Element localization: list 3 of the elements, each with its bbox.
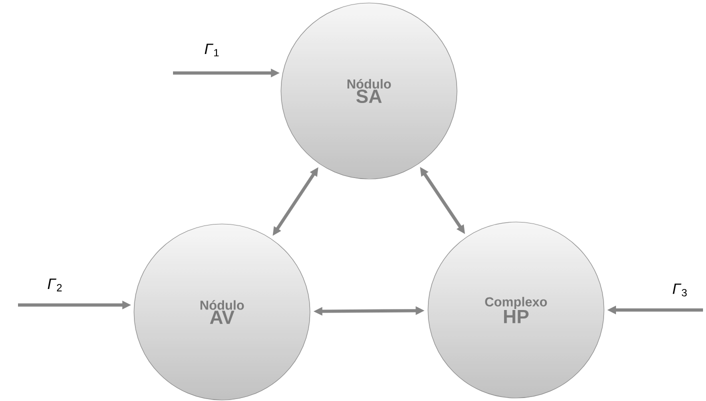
edge-label: Γ$_{2}$ [46, 278, 64, 292]
edge-label: Γ$_{1}$ [203, 42, 221, 58]
edge-label: Γ$_{3}$ [671, 282, 689, 298]
